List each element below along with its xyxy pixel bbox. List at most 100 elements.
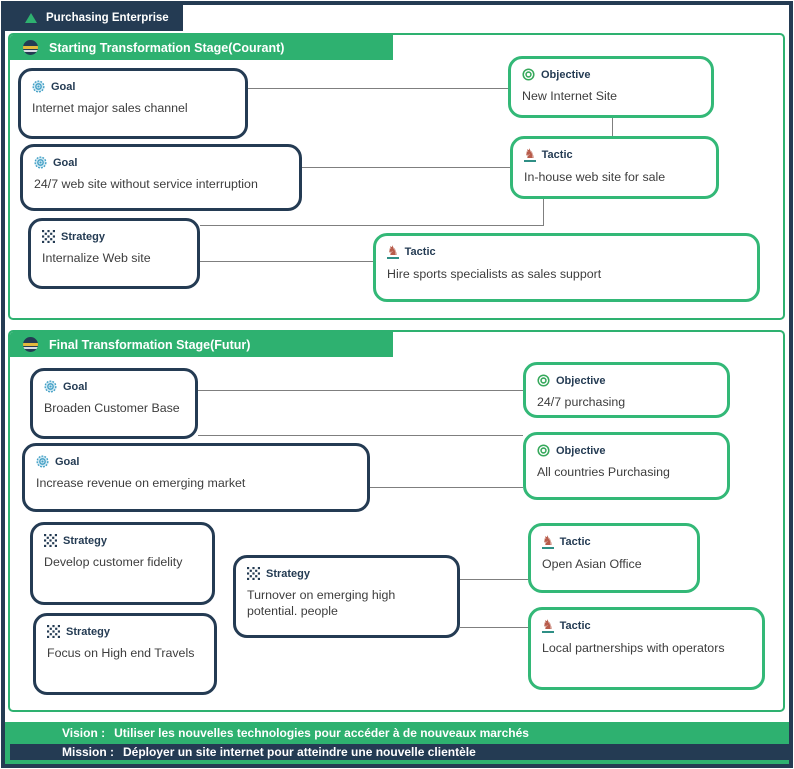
tactic-node[interactable]: ♞ Tactic Hire sports specialists as sale… <box>373 233 760 302</box>
node-header: Goal <box>32 80 234 93</box>
section-title: Final Transformation Stage(Futur) <box>49 337 251 352</box>
node-header: Goal <box>44 380 184 393</box>
node-type-label: Objective <box>541 68 591 81</box>
enterprise-title-bar[interactable]: Purchasing Enterprise <box>5 5 183 31</box>
section-starting-stage-header[interactable]: Starting Transformation Stage(Courant) <box>10 35 393 60</box>
node-text: 24/7 purchasing <box>537 395 626 409</box>
strategy-icon <box>47 625 60 638</box>
strategy-node[interactable]: Strategy Turnover on emerging high poten… <box>233 555 460 638</box>
node-header: ♞ Tactic <box>524 147 705 162</box>
goal-node[interactable]: Goal Broaden Customer Base <box>30 368 198 439</box>
node-type-label: Objective <box>556 374 606 387</box>
goal-node[interactable]: Goal Internet major sales channel <box>18 68 248 139</box>
tactic-node[interactable]: ♞ Tactic Local partnerships with operato… <box>528 607 765 690</box>
objective-icon <box>537 444 550 457</box>
connector-line <box>460 579 528 580</box>
node-header: Objective <box>537 444 716 457</box>
tactic-node[interactable]: ♞ Tactic In-house web site for sale <box>510 136 719 199</box>
goal-icon <box>44 380 57 393</box>
connector-line <box>460 627 528 628</box>
node-header: ♞ Tactic <box>542 533 686 549</box>
node-header: ♞ Tactic <box>387 243 746 259</box>
objective-icon <box>537 374 550 387</box>
tactic-knight-icon: ♞ <box>542 533 554 549</box>
node-header: Objective <box>522 68 700 81</box>
connector-line <box>612 118 613 136</box>
node-text: Local partnerships with operators <box>542 641 725 655</box>
connector-line <box>198 390 523 391</box>
objective-node[interactable]: Objective All countries Purchasing <box>523 432 730 500</box>
node-text: Hire sports specialists as sales support <box>387 267 602 281</box>
tactic-knight-icon: ♞ <box>387 243 399 259</box>
node-header: Goal <box>36 455 356 468</box>
vision-bar: Vision : Utiliser les nouvelles technolo… <box>4 722 790 744</box>
node-text: Internalize Web site <box>42 251 151 265</box>
connector-line <box>200 225 544 226</box>
goal-icon <box>32 80 45 93</box>
strategy-icon <box>42 230 55 243</box>
objective-node[interactable]: Objective New Internet Site <box>508 56 714 118</box>
node-text: Turnover on emerging high potential. peo… <box>247 588 396 618</box>
node-header: Strategy <box>247 567 446 580</box>
node-type-label: Goal <box>55 455 80 468</box>
node-header: Goal <box>34 156 288 169</box>
node-type-label: Goal <box>51 80 76 93</box>
node-type-label: Strategy <box>63 534 108 547</box>
goal-node[interactable]: Goal 24/7 web site without service inter… <box>20 144 302 211</box>
node-type-label: Goal <box>53 156 78 169</box>
strategy-node[interactable]: Strategy Internalize Web site <box>28 218 200 289</box>
node-text: All countries Purchasing <box>537 465 670 479</box>
node-text: Internet major sales channel <box>32 101 188 115</box>
node-text: Increase revenue on emerging market <box>36 476 246 490</box>
connector-line <box>198 435 523 436</box>
goal-node[interactable]: Goal Increase revenue on emerging market <box>22 443 370 512</box>
node-type-label: Strategy <box>66 625 111 638</box>
node-type-label: Strategy <box>61 230 106 243</box>
node-header: Strategy <box>44 534 201 547</box>
mission-text: Déployer un site internet pour atteindre… <box>123 745 476 759</box>
tactic-node[interactable]: ♞ Tactic Open Asian Office <box>528 523 700 593</box>
mission-label: Mission : <box>62 745 115 759</box>
connector-line <box>370 487 523 488</box>
mission-bar: Mission : Déployer un site internet pour… <box>10 744 790 760</box>
connector-line <box>248 88 508 89</box>
stage-sphere-icon <box>23 40 38 55</box>
connector-line <box>302 167 510 168</box>
node-text: Develop customer fidelity <box>44 555 183 569</box>
node-type-label: Tactic <box>404 246 436 258</box>
strategy-node[interactable]: Strategy Focus on High end Travels <box>33 613 217 695</box>
node-type-label: Goal <box>63 380 88 393</box>
goal-icon <box>34 156 47 169</box>
node-header: Strategy <box>42 230 186 243</box>
connector-line <box>200 261 373 262</box>
node-text: Broaden Customer Base <box>44 401 180 415</box>
node-type-label: Tactic <box>559 620 591 632</box>
objective-icon <box>522 68 535 81</box>
node-type-label: Objective <box>556 444 606 457</box>
objective-node[interactable]: Objective 24/7 purchasing <box>523 362 730 418</box>
vision-label: Vision : <box>62 726 106 740</box>
node-text: Focus on High end Travels <box>47 646 195 660</box>
stage-sphere-icon <box>23 337 38 352</box>
strategy-icon <box>44 534 57 547</box>
node-type-label: Tactic <box>559 536 591 548</box>
section-title: Starting Transformation Stage(Courant) <box>49 40 285 55</box>
node-text: 24/7 web site without service interrupti… <box>34 177 258 191</box>
tactic-knight-icon: ♞ <box>542 617 554 633</box>
strategy-node[interactable]: Strategy Develop customer fidelity <box>30 522 215 605</box>
node-type-label: Strategy <box>266 567 311 580</box>
node-type-label: Tactic <box>541 149 573 161</box>
enterprise-title: Purchasing Enterprise <box>46 12 169 24</box>
node-header: Strategy <box>47 625 203 638</box>
node-header: Objective <box>537 374 716 387</box>
node-text: Open Asian Office <box>542 557 642 571</box>
strategy-icon <box>247 567 260 580</box>
vision-text: Utiliser les nouvelles technologies pour… <box>114 726 529 740</box>
section-final-stage-header[interactable]: Final Transformation Stage(Futur) <box>10 332 393 357</box>
connector-line <box>543 199 544 226</box>
goal-icon <box>36 455 49 468</box>
node-header: ♞ Tactic <box>542 617 751 633</box>
enterprise-triangle-icon <box>25 13 37 23</box>
node-text: New Internet Site <box>522 89 618 103</box>
